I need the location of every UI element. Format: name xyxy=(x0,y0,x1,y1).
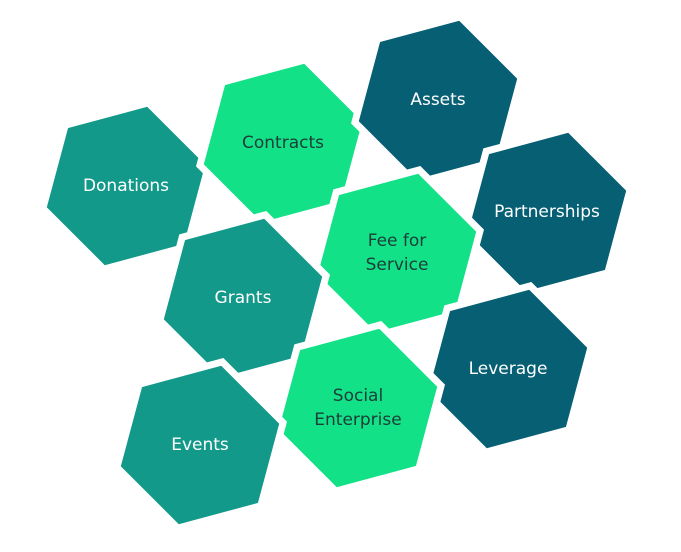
hexagon-events: Events xyxy=(112,357,288,533)
hexagon-label-leverage: Leverage xyxy=(469,359,548,379)
hexagon-partnerships: Partnerships xyxy=(459,124,635,300)
hexagon-label-contracts: Contracts xyxy=(242,133,324,153)
hexagon-label-events: Events xyxy=(171,435,229,455)
hexagon-label-donations: Donations xyxy=(83,176,169,196)
hexagon-label-assets: Assets xyxy=(410,90,465,110)
hexagon-label-grants: Grants xyxy=(215,288,272,308)
hexagon-label-partnerships: Partnerships xyxy=(494,202,600,222)
hexagon-shape-events xyxy=(112,357,288,533)
hexagon-leverage: Leverage xyxy=(420,281,596,457)
hexagon-assets: Assets xyxy=(350,12,526,188)
hexagon-shape-social-enterprise xyxy=(270,320,446,496)
